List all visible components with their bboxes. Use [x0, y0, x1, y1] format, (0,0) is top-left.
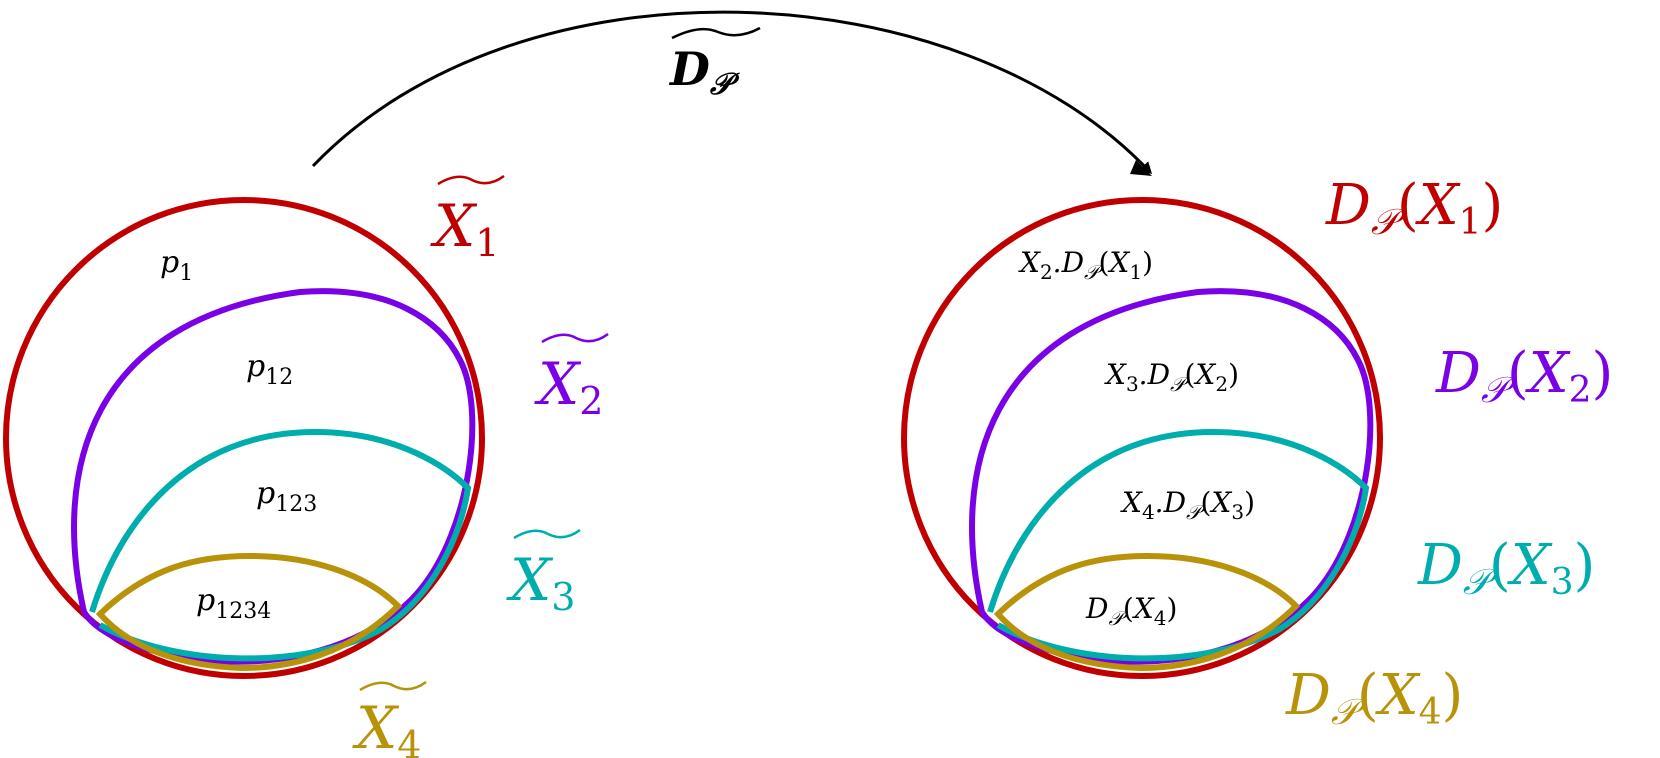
arrow-head [1130, 160, 1152, 176]
right-region-1: X2.D𝒫(X1) [1018, 246, 1153, 284]
left-label-x2: X2 [534, 332, 609, 423]
right-region-4: D𝒫(X4) [1085, 592, 1177, 630]
left-x3-arc [89, 428, 472, 662]
left-region-p1: p1 [160, 245, 193, 286]
right-x2-arc [969, 288, 1374, 665]
left-x1-circle [3, 197, 485, 679]
arrow-label-tilde [671, 26, 761, 40]
svg-text:X2: X2 [534, 350, 603, 423]
left-diagram: p1 p12 p123 p1234 X1 X2 X3 X4 [3, 174, 609, 758]
right-label-x3: D𝒫(X3) [1417, 533, 1595, 603]
arrow-label-sub: 𝒫 [709, 67, 740, 102]
arrow-label: D𝒫 [668, 26, 761, 102]
left-region-p12: p12 [246, 349, 293, 390]
right-region-3: X4.D𝒫(X3) [1120, 486, 1255, 524]
right-x3-arc [987, 428, 1370, 662]
left-label-x3: X3 [506, 528, 581, 619]
right-x1-circle [901, 197, 1383, 679]
arrow-label-base: D [668, 42, 710, 96]
right-label-x1: D𝒫(X1) [1325, 173, 1503, 243]
svg-text:X3: X3 [506, 546, 575, 619]
right-label-x4: D𝒫(X4) [1285, 663, 1463, 733]
right-x4-arc [993, 552, 1301, 672]
svg-text:D𝒫: D𝒫 [668, 42, 740, 102]
left-region-p123: p123 [256, 476, 317, 517]
left-x2-arc [71, 288, 476, 665]
mapping-arrow [311, 10, 1153, 175]
left-region-p1234: p1234 [196, 583, 271, 624]
left-x4-arc [95, 552, 403, 672]
left-label-x1: X1 [430, 174, 505, 265]
svg-text:X1: X1 [430, 192, 499, 265]
right-diagram: X2.D𝒫(X1) X3.D𝒫(X2) X4.D𝒫(X3) D𝒫(X4) D𝒫(… [901, 173, 1613, 733]
svg-text:X4: X4 [352, 694, 421, 758]
right-region-2: X3.D𝒫(X2) [1104, 358, 1239, 396]
left-label-x4: X4 [352, 680, 427, 758]
right-label-x2: D𝒫(X2) [1435, 341, 1613, 411]
